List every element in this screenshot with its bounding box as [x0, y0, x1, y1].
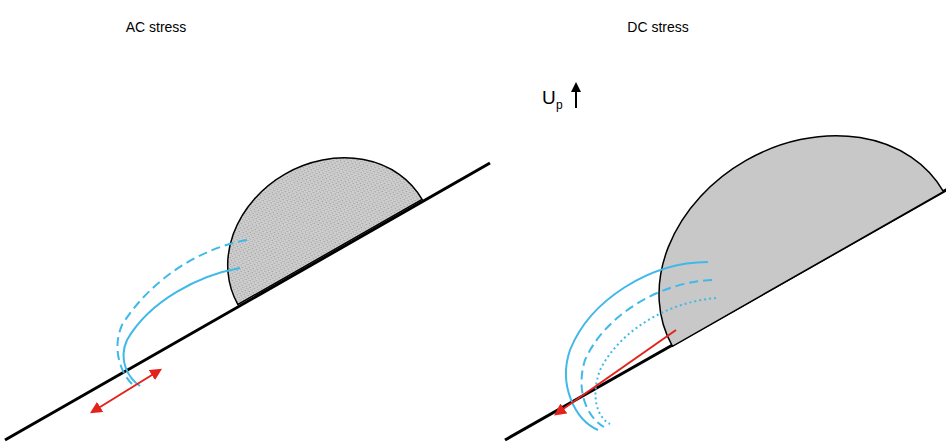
voltage-subscript: p — [556, 99, 563, 112]
contact-line — [566, 262, 708, 430]
panel-heading: DC stress — [627, 20, 688, 35]
contact-line-shifted — [595, 298, 716, 424]
drift-arrow — [556, 330, 676, 414]
voltage-symbol: U — [542, 88, 556, 109]
droplet — [193, 121, 422, 304]
contact-line-shifted — [581, 280, 712, 427]
oscillation-arrow — [92, 370, 160, 412]
voltage-arrow — [575, 84, 577, 108]
panel-heading: AC stress — [126, 20, 187, 35]
surface-line — [5, 163, 490, 440]
contact-line-shifted — [117, 240, 247, 384]
contact-line — [124, 268, 240, 386]
droplet — [611, 83, 944, 346]
